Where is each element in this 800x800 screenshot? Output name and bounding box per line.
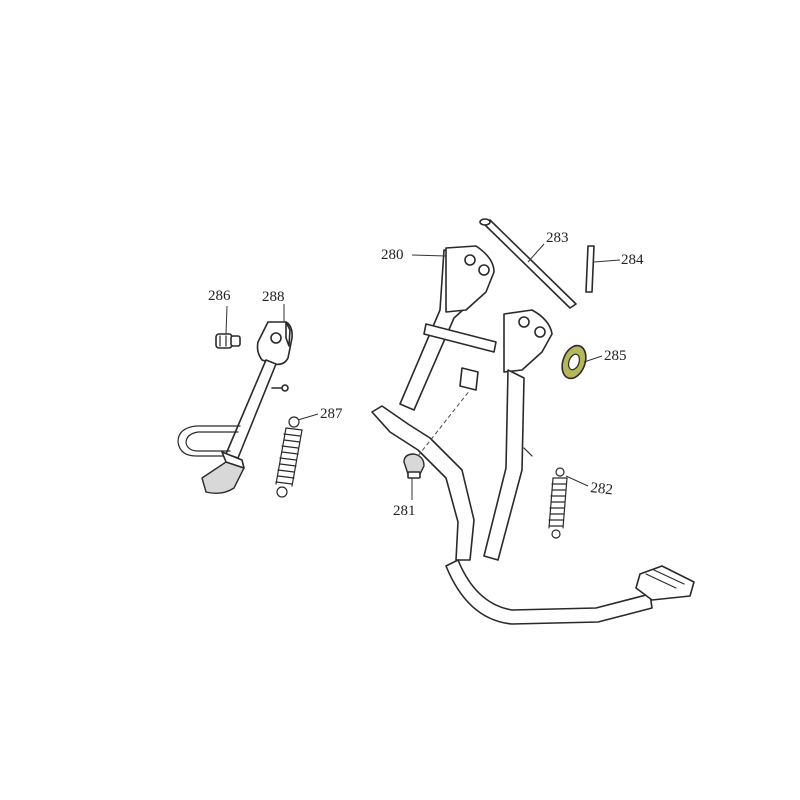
side-stand-assembly [177,321,303,498]
washer-285 [561,344,587,380]
cotter-pin-284 [585,245,595,293]
callout-280: 280 [381,247,404,263]
callout-285: 285 [604,348,627,364]
callout-281: 281 [393,503,416,519]
bump-stop-281 [403,453,425,479]
assembly-dashed-line [417,389,471,457]
bolt-286 [215,333,241,349]
center-stand-assembly [371,218,695,625]
callout-labels: 280 286 288 287 283 284 285 282 281 [208,230,644,519]
center-stand-280 [371,245,695,625]
callout-284: 284 [621,252,644,268]
callout-287: 287 [320,406,343,422]
leader-lines [225,243,621,500]
callout-288: 288 [262,289,285,305]
spring-282 [548,467,568,539]
callout-282: 282 [590,480,614,498]
pivot-shaft-283 [479,218,577,309]
callout-286: 286 [208,288,231,304]
spring-287 [275,416,303,498]
callout-283: 283 [546,230,569,246]
side-stand-288 [177,321,293,495]
